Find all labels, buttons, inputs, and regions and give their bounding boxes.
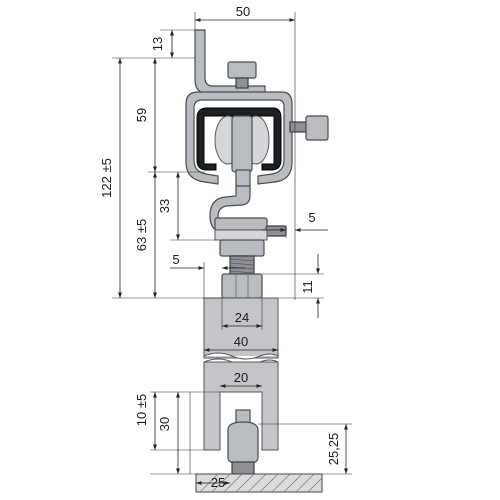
dimension-lines (112, 12, 352, 485)
side-bolt-shank (289, 121, 309, 133)
outer-bracket (185, 91, 293, 185)
top-hook-plate (194, 29, 266, 95)
dim-nut-offset: 5 (172, 252, 179, 267)
dim-lower-height: 63 ±5 (134, 219, 149, 251)
dim-slot-width: 20 (234, 370, 248, 385)
dim-hook-drop: 33 (157, 199, 172, 213)
dim-nut-width: 24 (235, 310, 249, 325)
sliding-door-hanger (185, 29, 329, 493)
adjust-plate-tab (265, 225, 287, 237)
side-bolt-head (305, 115, 329, 141)
dim-insert-depth: 10 ±5 (134, 394, 149, 426)
top-bolt-head (227, 61, 257, 79)
track-profile (196, 107, 282, 171)
dim-total-height: 122 ±5 (99, 158, 114, 198)
break-line (203, 352, 279, 360)
dim-profile-width: 40 (234, 334, 248, 349)
dim-roller-height: 25,25 (326, 433, 341, 466)
adjust-plate (214, 217, 268, 231)
nut-lower (221, 273, 263, 299)
dim-base-width: 25 (211, 475, 225, 490)
nut-upper (219, 239, 265, 257)
dim-bracket-height: 59 (134, 108, 149, 122)
guide-roller (227, 421, 259, 465)
dim-top-width: 50 (236, 4, 250, 19)
roller-axle (231, 115, 253, 173)
dimension-labels: 50 13 59 122 ±5 63 ±5 33 5 5 11 24 40 20… (99, 4, 341, 490)
dim-nut-height: 11 (300, 280, 315, 294)
dim-slot-height: 30 (157, 417, 172, 431)
dim-side-gap: 5 (308, 210, 315, 225)
door-profile-upper (203, 297, 279, 359)
roller-assembly (214, 115, 270, 191)
washer-top (214, 229, 268, 241)
guide-base (231, 461, 255, 475)
top-bolt-shank (235, 77, 249, 89)
dim-hook-height: 13 (150, 37, 165, 51)
